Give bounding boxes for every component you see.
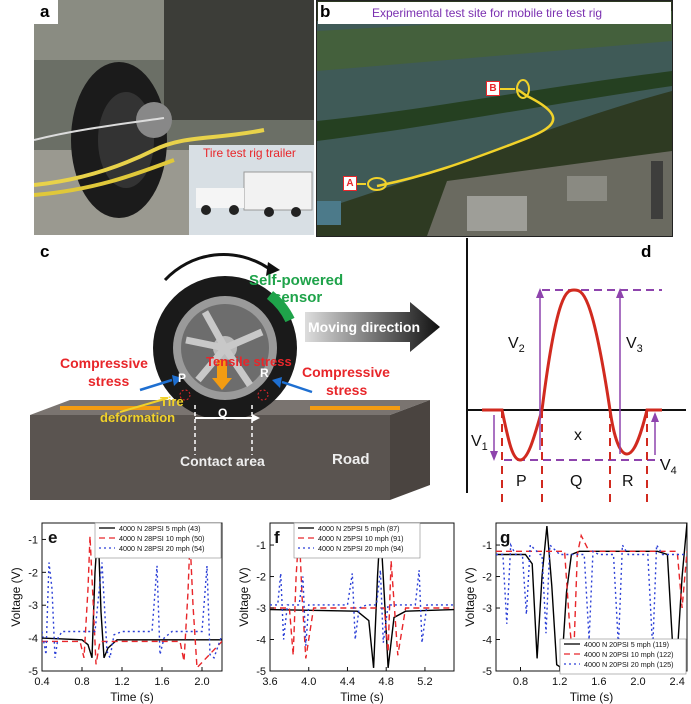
y-tick-label: -2 — [482, 572, 492, 584]
series-line-1 — [42, 536, 222, 670]
satellite-map — [317, 1, 672, 236]
y-tick-label: -4 — [256, 635, 266, 647]
marker-a-label: A — [343, 176, 357, 191]
y-tick-label: -3 — [482, 603, 492, 615]
v2-label: V2 — [508, 335, 525, 355]
panel-b-title: Experimental test site for mobile tire t… — [372, 6, 603, 20]
x-tick-label: 5.2 — [417, 676, 432, 688]
legend-entry: 4000 N 20PSI 5 mph (119) — [584, 640, 669, 649]
x-tick-label: 2.0 — [194, 676, 209, 688]
panel-a — [34, 0, 314, 235]
compressive-stress-right-1: Compressive — [302, 364, 390, 380]
panel-b — [316, 0, 673, 237]
deformation-label: deformation — [100, 410, 175, 425]
y-tick-label: -5 — [256, 666, 266, 678]
panel-a-caption: Tire test rig trailer — [203, 146, 296, 160]
y-tick-label: -2 — [256, 572, 266, 584]
contact-area-label: Contact area — [180, 453, 265, 469]
compressive-stress-left-2: stress — [88, 373, 129, 389]
compressive-stress-left-1: Compressive — [60, 355, 148, 371]
y-tick-label: -3 — [256, 603, 266, 615]
panel-letter: f — [274, 528, 280, 547]
moving-direction-arrow — [305, 302, 440, 352]
x-tick-label: 4.0 — [301, 676, 316, 688]
panel-d-letter: d — [641, 242, 652, 261]
schematic-p-label: P — [178, 371, 186, 385]
series-line-2 — [496, 542, 687, 650]
x-tick-label: 2.4 — [670, 676, 685, 688]
y-axis-label: Voltage (V) — [9, 567, 23, 626]
y-tick-label: -5 — [28, 666, 38, 678]
schematic-r-label: R — [260, 366, 269, 380]
y-tick-label: -1 — [482, 540, 492, 552]
panel-letter: e — [48, 528, 57, 547]
legend-box — [94, 522, 222, 559]
x-tick-label: 3.6 — [262, 676, 277, 688]
schematic-q-label: Q — [218, 406, 227, 420]
legend-entry: 4000 N 25PSI 5 mph (87) — [318, 524, 400, 533]
series-line-1 — [496, 533, 687, 665]
x-tick-label: 4.4 — [340, 676, 355, 688]
series-line-2 — [270, 570, 454, 646]
v3-label: V3 — [626, 335, 643, 355]
tensile-stress-label: Tensile stress — [206, 354, 292, 369]
x-tick-label: 2.0 — [630, 676, 645, 688]
x-tick-label: 0.8 — [74, 676, 89, 688]
p-label: P — [516, 473, 527, 490]
series-line-0 — [42, 526, 222, 659]
panel-b-letter: b — [320, 2, 331, 21]
series-line-2 — [42, 562, 222, 661]
legend-entry: 4000 N 28PSI 10 mph (50) — [119, 534, 205, 543]
marker-b-label: B — [486, 81, 500, 96]
x-axis-label: Time (s) — [110, 690, 154, 704]
x-tick-label: 1.2 — [552, 676, 567, 688]
y-tick-label: -3 — [28, 600, 38, 612]
legend-box — [559, 638, 687, 675]
sensor-label: sensor — [273, 289, 322, 306]
tire-schematic: Self-powered sensor Moving direction Ten… — [30, 253, 440, 500]
legend-entry: 4000 N 25PSI 10 mph (91) — [318, 534, 404, 543]
y-tick-label: -5 — [482, 666, 492, 678]
x-tick-label: 1.2 — [114, 676, 129, 688]
v4-label: V4 — [660, 457, 677, 477]
y-tick-label: -4 — [28, 633, 38, 645]
x-axis-label: Time (s) — [570, 690, 614, 704]
r-label: R — [622, 473, 634, 490]
self-powered-label: Self-powered — [249, 272, 343, 289]
y-axis-label: Voltage (V) — [463, 567, 477, 626]
panel-c-letter: c — [40, 242, 50, 261]
legend-entry: 4000 N 25PSI 20 mph (94) — [318, 544, 404, 553]
panel-letter: g — [500, 528, 510, 547]
moving-direction-label: Moving direction — [308, 319, 420, 335]
legend-entry: 4000 N 20PSI 20 mph (125) — [584, 660, 674, 669]
x-tick-label: 0.4 — [34, 676, 49, 688]
waveform-diagram: V2 V3 V1 V4 x P Q R — [466, 238, 686, 508]
x-tick-label: 0.8 — [513, 676, 528, 688]
y-tick-label: -2 — [28, 567, 38, 579]
road-label: Road — [332, 451, 370, 468]
y-tick-label: -1 — [28, 534, 38, 546]
y-tick-label: -4 — [482, 635, 492, 647]
compressive-stress-right-2: stress — [326, 382, 367, 398]
q-label: Q — [570, 473, 582, 490]
x-axis-label: Time (s) — [340, 690, 384, 704]
panel-a-letter: a — [40, 2, 50, 21]
y-tick-label: -1 — [256, 540, 266, 552]
legend-entry: 4000 N 28PSI 20 mph (54) — [119, 544, 205, 553]
v1-label: V1 — [471, 433, 488, 453]
tire-rig-photo — [34, 0, 314, 235]
x-tick-label: 4.8 — [379, 676, 394, 688]
tire-label: Tire — [160, 394, 184, 409]
legend-entry: 4000 N 20PSI 10 mph (122) — [584, 650, 674, 659]
y-axis-label: Voltage (V) — [237, 567, 251, 626]
legend-box — [293, 522, 421, 559]
x-tick-label: 1.6 — [154, 676, 169, 688]
x-tick-label: 1.6 — [591, 676, 606, 688]
legend-entry: 4000 N 28PSI 5 mph (43) — [119, 524, 201, 533]
x-label: x — [574, 427, 582, 444]
